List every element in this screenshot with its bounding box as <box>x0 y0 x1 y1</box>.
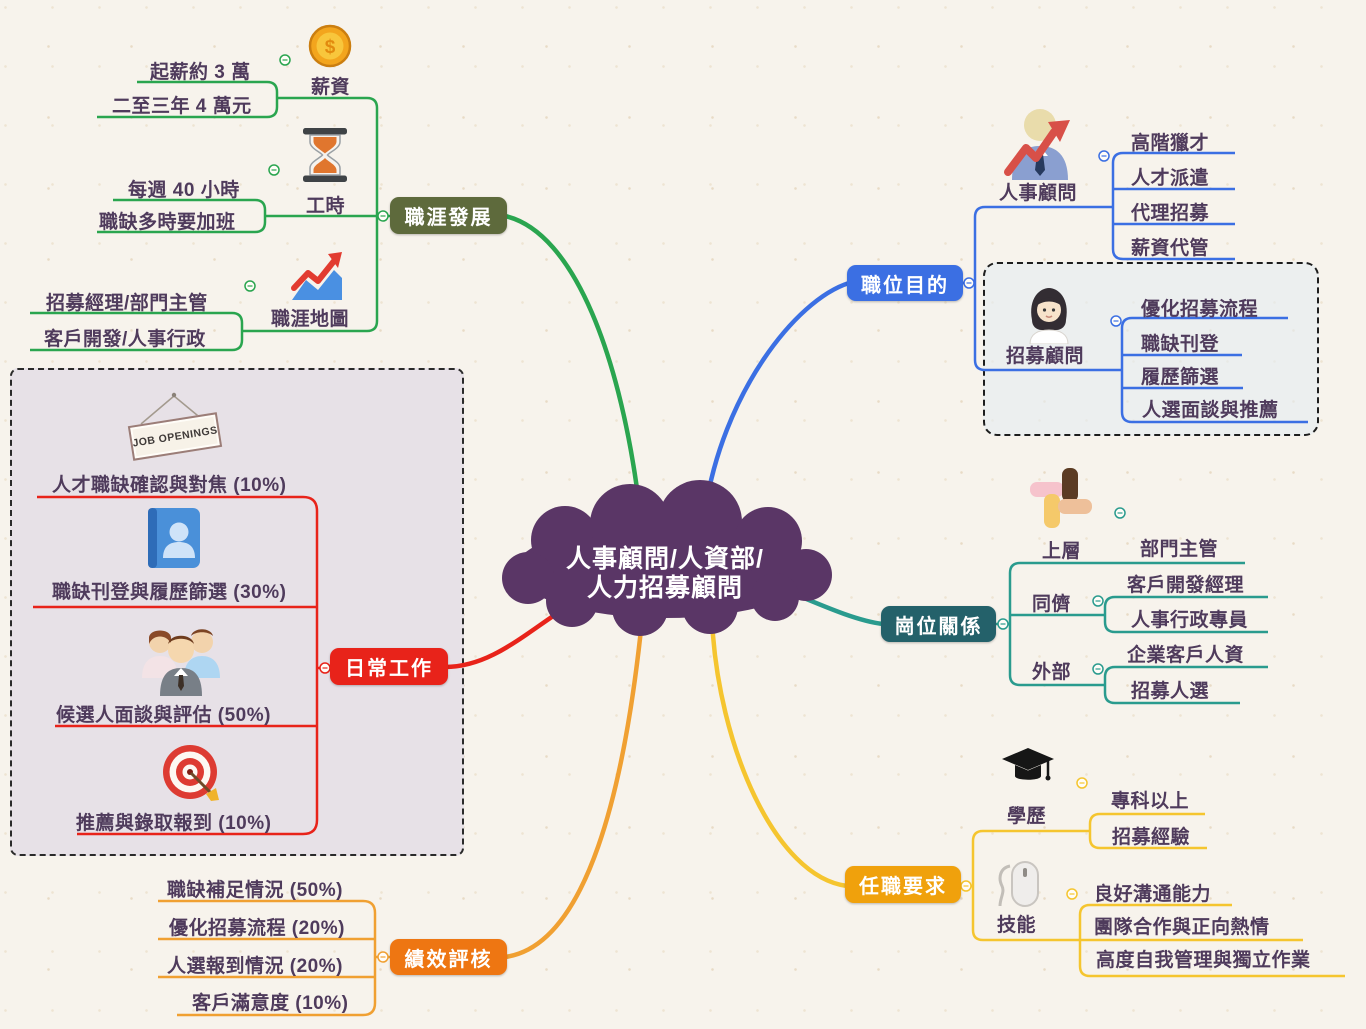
node-position-relations[interactable]: 崗位關係 <box>881 606 996 642</box>
collapse-toggle[interactable] <box>960 777 1088 900</box>
topic-hr-consultant[interactable]: 人事顧問 <box>999 183 1078 204</box>
leaf-posting-screening[interactable]: 職缺刊登與履歷篩選 (30%) <box>52 582 287 603</box>
leaf-candidate-interview[interactable]: 候選人面談與評估 (50%) <box>56 705 271 726</box>
leaf-resume-screening[interactable]: 履歷篩選 <box>1141 367 1220 388</box>
sign-pin <box>171 392 177 398</box>
node-daily-work[interactable]: 日常工作 <box>330 648 448 685</box>
leaf-candidates[interactable]: 招募人選 <box>1131 681 1210 702</box>
topic-career-map[interactable]: 職涯地圖 <box>271 309 350 330</box>
mouse-icon <box>996 858 1040 910</box>
leaf-starting-salary[interactable]: 起薪約 3 萬 <box>150 62 251 83</box>
leaf-dept-head[interactable]: 部門主管 <box>1140 539 1219 560</box>
leaf-process-optimization[interactable]: 優化招募流程 (20%) <box>169 918 345 939</box>
node-job-purpose[interactable]: 職位目的 <box>847 265 963 301</box>
consultant-icon <box>1000 104 1076 180</box>
recruiter-boundary <box>983 262 1319 436</box>
leaf-client-satisfaction[interactable]: 客戶滿意度 (10%) <box>192 993 349 1014</box>
topic-working-hours[interactable]: 工時 <box>306 196 346 217</box>
svg-text:$: $ <box>325 37 336 58</box>
leaf-interview-recommend[interactable]: 人選面談與推薦 <box>1142 400 1279 421</box>
leaf-communication[interactable]: 良好溝通能力 <box>1094 884 1212 905</box>
leaf-onboarding-rate[interactable]: 人選報到情況 (20%) <box>167 956 343 977</box>
leaf-salary-growth[interactable]: 二至三年 4 萬元 <box>112 96 252 117</box>
people-group-icon <box>138 616 224 696</box>
node-job-requirements[interactable]: 任職要求 <box>845 866 961 903</box>
leaf-payroll-outsourcing[interactable]: 薪資代管 <box>1131 238 1210 259</box>
branch-curve-purpose <box>702 280 852 515</box>
leaf-teamwork[interactable]: 團隊合作與正向熱情 <box>1094 917 1270 938</box>
node-career-development[interactable]: 職涯發展 <box>390 197 507 234</box>
collapse-toggle[interactable] <box>244 54 389 292</box>
topic-education[interactable]: 學歷 <box>1007 806 1047 827</box>
center-cloud[interactable] <box>502 480 832 636</box>
leaf-job-posting[interactable]: 職缺刊登 <box>1141 334 1220 355</box>
coin-icon: $ <box>308 24 352 68</box>
collapse-toggle[interactable] <box>997 507 1126 675</box>
topic-superiors[interactable]: 上層 <box>1042 541 1082 562</box>
topic-skills[interactable]: 技能 <box>997 915 1037 936</box>
topic-external[interactable]: 外部 <box>1032 662 1072 683</box>
leaf-client-hr[interactable]: 企業客戶人資 <box>1127 645 1245 666</box>
leaf-hr-admin-specialist[interactable]: 人事行政專員 <box>1131 610 1249 631</box>
leaf-recruit-experience[interactable]: 招募經驗 <box>1112 827 1191 848</box>
leaf-optimize-process[interactable]: 優化招募流程 <box>1141 299 1259 320</box>
central-topic-line1[interactable]: 人事顧問/人資部/ <box>566 545 764 573</box>
daily-work-boundary <box>10 368 464 856</box>
collapse-toggle[interactable] <box>963 150 1122 327</box>
grad-cap-icon <box>1002 748 1054 790</box>
hourglass-icon <box>302 128 348 182</box>
contact-book-icon <box>146 508 200 568</box>
central-topic-line2[interactable]: 人力招募顧問 <box>586 574 743 602</box>
node-performance-review[interactable]: 績效評核 <box>390 939 507 975</box>
leaf-recommend-onboard[interactable]: 推薦與錄取報到 (10%) <box>76 813 272 834</box>
leaf-vacancy-fill-rate[interactable]: 職缺補足情況 (50%) <box>167 880 343 901</box>
leaf-client-dev-hr[interactable]: 客戶開發/人事行政 <box>44 329 206 350</box>
topic-salary[interactable]: 薪資 <box>311 77 351 98</box>
leaf-recruit-manager[interactable]: 招募經理/部門主管 <box>46 293 208 314</box>
hands-icon <box>1028 466 1094 530</box>
topic-peers[interactable]: 同儕 <box>1032 594 1072 615</box>
leaf-self-management[interactable]: 高度自我管理與獨立作業 <box>1096 950 1311 971</box>
leaf-weekly-hours[interactable]: 每週 40 小時 <box>128 180 240 201</box>
target-icon <box>160 742 224 804</box>
branch-curve-daily <box>442 607 565 670</box>
leaf-college-above[interactable]: 專科以上 <box>1111 791 1190 812</box>
branch-curve-performance <box>502 617 645 960</box>
trend-chart-icon <box>290 248 342 300</box>
collapse-toggle[interactable] <box>377 951 389 963</box>
leaf-client-dev-manager[interactable]: 客戶開發經理 <box>1127 575 1245 596</box>
recruiter-icon <box>1026 286 1072 344</box>
job-openings-sign: JOB OPENINGS <box>127 412 223 461</box>
leaf-headhunting[interactable]: 高階獵才 <box>1131 133 1210 154</box>
branch-curve-career <box>502 213 643 515</box>
leaf-vacancy-confirm[interactable]: 人才職缺確認與對焦 (10%) <box>52 475 287 496</box>
topic-recruit-consultant[interactable]: 招募顧問 <box>1006 346 1085 367</box>
leaf-talent-dispatch[interactable]: 人才派遣 <box>1131 168 1210 189</box>
leaf-overtime[interactable]: 職缺多時要加班 <box>99 212 236 233</box>
branch-curve-requirement <box>709 617 850 889</box>
leaf-agency-recruiting[interactable]: 代理招募 <box>1131 203 1210 224</box>
collapse-toggles <box>244 54 1126 963</box>
